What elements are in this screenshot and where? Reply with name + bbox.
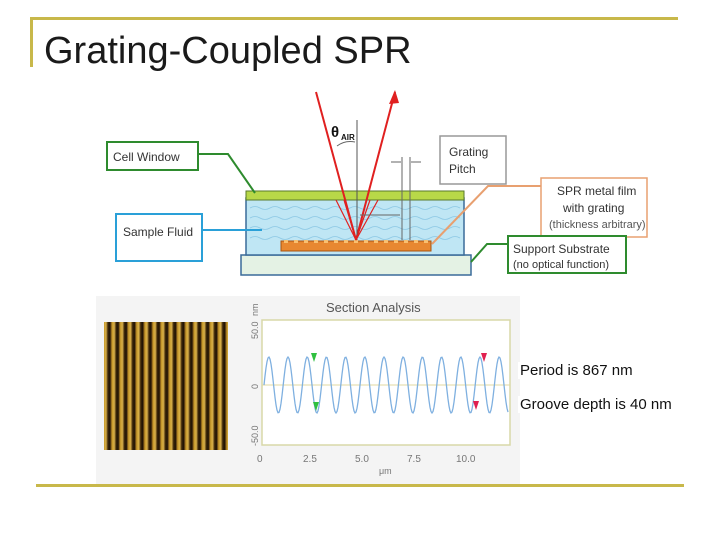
- slide-bottom-rule: [36, 484, 684, 487]
- x-tick-1: 2.5: [303, 454, 317, 465]
- x-tick-3: 7.5: [407, 454, 421, 465]
- y-tick-top: 50.0: [250, 321, 260, 339]
- section-analysis-title: Section Analysis: [326, 300, 421, 315]
- period-annotation: Period is 867 nm: [518, 362, 635, 379]
- depth-annotation: Groove depth is 40 nm: [518, 396, 674, 413]
- y-unit: nm: [250, 303, 260, 316]
- plot-frame: [262, 320, 510, 445]
- x-tick-0: 0: [257, 454, 263, 465]
- x-tick-2: 5.0: [355, 454, 369, 465]
- y-tick-zero: 0: [250, 384, 260, 389]
- x-tick-4: 10.0: [456, 454, 476, 465]
- y-tick-bottom: -50.0: [250, 425, 260, 446]
- x-unit: μm: [379, 466, 392, 476]
